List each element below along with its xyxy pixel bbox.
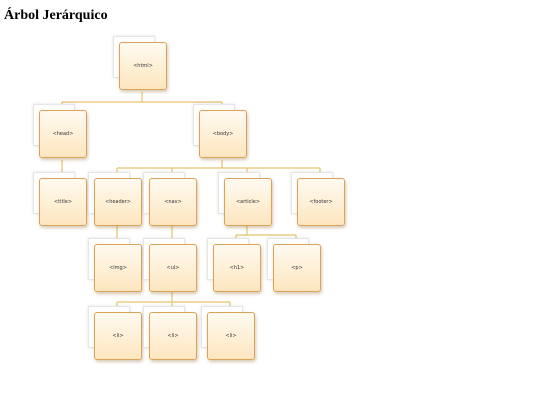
node-body: <body> [193,104,251,162]
node-label-head: <head> [52,131,74,137]
node-li-3: <li> [201,306,259,364]
node-card: <body> [199,110,247,158]
node-ul: <ul> [143,238,201,296]
node-label-body: <body> [212,131,234,137]
node-head: <head> [33,104,91,162]
node-label-header: <header> [105,199,131,205]
node-img: <img> [88,238,146,296]
node-label-img: <img> [109,265,127,271]
node-nav: <nav> [143,172,201,230]
node-label-title: <title> [53,199,73,205]
node-li-2: <li> [143,306,201,364]
node-label-h1: <h1> [229,265,245,271]
node-card: <header> [94,178,142,226]
node-card: <footer> [297,178,345,226]
node-li-1: <li> [88,306,146,364]
node-card: <ul> [149,244,197,292]
node-label-footer: <footer> [309,199,333,205]
page-title: Árbol Jerárquico [4,8,108,23]
node-card: <h1> [213,244,261,292]
node-label-li-2: <li> [167,333,179,339]
node-label-p: <p> [291,265,303,271]
node-label-html: <html> [133,63,153,69]
node-title: <title> [33,172,91,230]
node-label-nav: <nav> [164,199,182,205]
node-label-article: <article> [235,199,261,205]
node-card: <li> [207,312,255,360]
node-h1: <h1> [207,238,265,296]
node-card: <html> [119,42,167,90]
node-card: <img> [94,244,142,292]
node-card: <li> [94,312,142,360]
node-article: <article> [218,172,276,230]
node-card: <title> [39,178,87,226]
node-footer: <footer> [291,172,349,230]
node-label-li-1: <li> [112,333,124,339]
node-card: <li> [149,312,197,360]
node-html: <html> [113,36,171,94]
node-card: <head> [39,110,87,158]
node-card: <article> [224,178,272,226]
node-label-li-3: <li> [225,333,237,339]
node-label-ul: <ul> [166,265,180,271]
node-card: <nav> [149,178,197,226]
node-card: <p> [273,244,321,292]
node-p: <p> [267,238,325,296]
node-header: <header> [88,172,146,230]
